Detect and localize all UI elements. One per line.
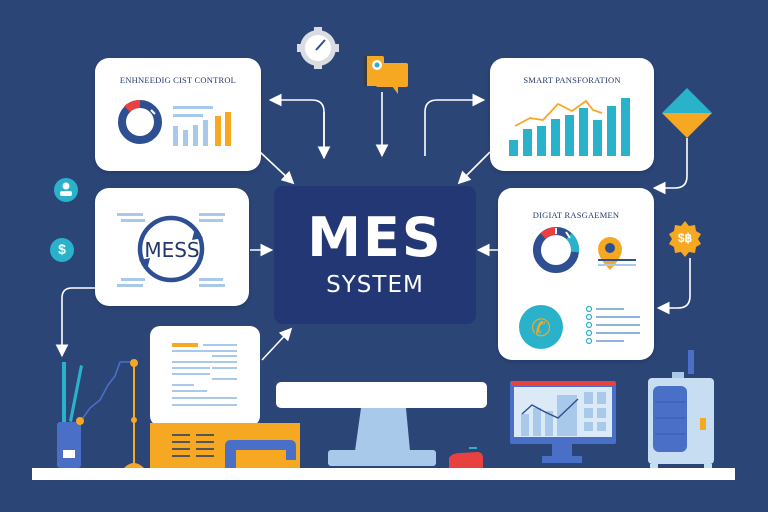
cost-control-chart bbox=[118, 100, 231, 146]
gear-gauge-icon bbox=[297, 27, 339, 69]
desk-shelf bbox=[32, 468, 735, 480]
user-icon bbox=[54, 178, 78, 202]
diamond-icon bbox=[662, 88, 712, 138]
currency-badge-text: $฿ bbox=[677, 231, 693, 245]
smart-transformation-chart bbox=[509, 98, 630, 156]
computer-monitor-icon bbox=[510, 381, 616, 463]
dollar-icon-text: $ bbox=[58, 241, 66, 257]
svg-text:✆: ✆ bbox=[531, 314, 551, 342]
currency-badge-icon bbox=[669, 221, 701, 257]
smart-transformation-title: SMART PANSFORATION bbox=[523, 75, 621, 85]
mes-cycle-card[interactable]: MESS bbox=[95, 188, 249, 306]
dollar-icon bbox=[50, 238, 74, 262]
toy-car-icon bbox=[449, 447, 483, 468]
mes-cycle-label: MESS bbox=[144, 238, 200, 262]
mes-system-box[interactable]: MES SYSTEM bbox=[274, 186, 476, 324]
digital-management-title: DIGIAT RASGAEMEN bbox=[532, 210, 620, 220]
chat-bubble-icon bbox=[364, 56, 408, 94]
mes-title: MES bbox=[307, 206, 443, 269]
mes-cycle-diagram bbox=[117, 213, 225, 287]
smart-transformation-card[interactable]: SMART PANSFORATION bbox=[490, 58, 654, 171]
server-machine-icon bbox=[648, 350, 714, 468]
pencil-cup-icon bbox=[57, 362, 83, 468]
lamp-chart-icon bbox=[76, 359, 144, 468]
digital-management-chart: ✆ bbox=[519, 227, 640, 349]
digital-management-card[interactable]: DIGIAT RASGAEMEN ✆ bbox=[498, 188, 654, 360]
cost-control-card[interactable]: ENHNEEDIG CIST CONTROL bbox=[95, 58, 261, 171]
mes-subtitle: SYSTEM bbox=[326, 272, 424, 298]
monitor-stand-icon bbox=[276, 382, 487, 466]
cost-control-title: ENHNEEDIG CIST CONTROL bbox=[119, 75, 237, 85]
document-printer-icon bbox=[150, 326, 300, 468]
